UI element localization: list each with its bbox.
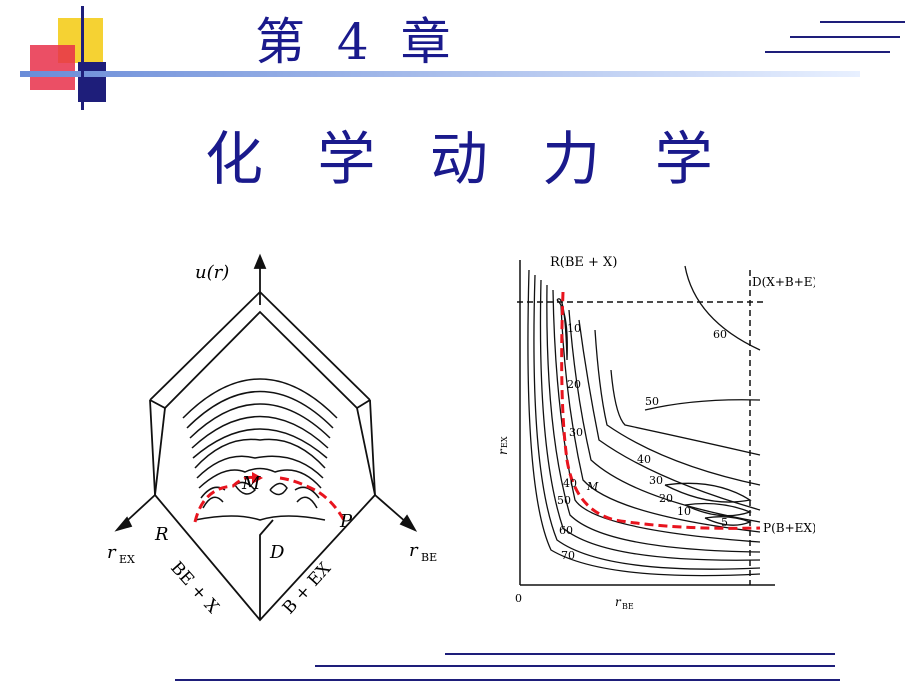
label-M: M <box>241 473 261 494</box>
contour-label: 40 <box>637 453 651 466</box>
y-axis-label: r <box>496 448 510 455</box>
reaction-path <box>560 291 761 530</box>
surface-top-edge <box>149 290 371 401</box>
header-bar <box>20 71 860 77</box>
red-square <box>30 45 75 90</box>
contour-lines <box>527 265 761 577</box>
label-M: M <box>586 480 599 493</box>
origin-label: 0 <box>515 592 522 605</box>
label-P: P <box>339 511 353 532</box>
label-rBE-sub: BE <box>421 551 437 564</box>
contour-label: 20 <box>567 378 581 391</box>
label-P: P(B+EX) <box>763 521 815 535</box>
label-B-EX: B + EX <box>279 558 336 618</box>
contour-label: 40 <box>563 477 577 490</box>
contour-label: 70 <box>561 549 575 562</box>
contour-label: 60 <box>559 524 573 537</box>
slide-title: 化 学 动 力 学 <box>205 125 731 193</box>
label-D: D(X+B+E) <box>752 275 815 289</box>
surface-contours <box>182 378 338 521</box>
footer-lines <box>175 653 840 681</box>
contour-label: 30 <box>569 426 583 439</box>
decoration-shapes <box>20 6 905 112</box>
label-D: D <box>269 542 285 563</box>
label-rEX-sub: EX <box>119 553 135 566</box>
label-R: R <box>154 524 169 545</box>
x-axis-label: r <box>615 595 622 609</box>
reaction-path <box>193 475 347 523</box>
contour-label: 50 <box>557 494 571 507</box>
contour-label: 30 <box>649 474 663 487</box>
label-R: R(BE + X) <box>550 255 617 270</box>
header-decoration <box>0 0 920 112</box>
contour-plot-figure: R(BE + X) D(X+B+E) P(B+EX) M r EX r BE 0… <box>496 255 815 611</box>
contour-label: 5 <box>721 516 728 529</box>
contour-label: 20 <box>659 492 673 505</box>
x-axis-label-sub: BE <box>622 602 634 611</box>
contour-label: 50 <box>645 395 659 408</box>
label-rEX: r <box>107 542 117 563</box>
label-rBE: r <box>409 540 419 561</box>
contour-label: 60 <box>713 328 727 341</box>
header-vertical-line <box>81 6 84 112</box>
chapter-title: 第 4 章 <box>255 13 459 71</box>
y-axis-label-sub: EX <box>500 436 509 448</box>
contour-label: 10 <box>677 505 691 518</box>
contour-label: 10 <box>567 322 581 335</box>
label-u-r: u(r) <box>195 262 229 283</box>
potential-surface-figure: M R P D u(r) r EX r BE BE + X B + EX <box>107 253 437 622</box>
